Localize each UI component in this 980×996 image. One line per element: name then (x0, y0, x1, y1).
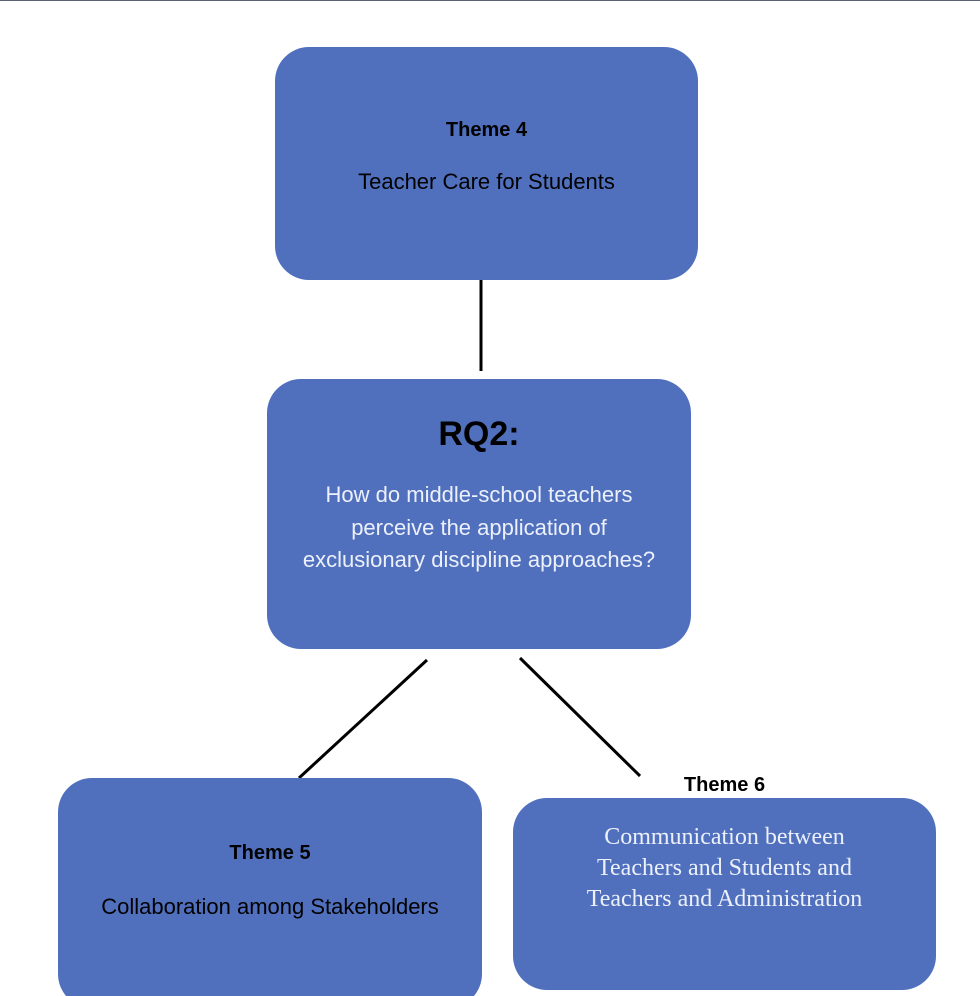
theme4-node: Theme 4 Teacher Care for Students (275, 47, 698, 280)
theme6-text-line: Teachers and Students and (597, 855, 852, 881)
theme4-title: Theme 4 (445, 119, 528, 141)
theme6-text-line: Teachers and Administration (586, 886, 863, 912)
theme5-title: Theme 5 (229, 842, 311, 864)
connector-rq2-theme5 (297, 658, 429, 780)
rq2-question: How do middle-school teachers perceive t… (302, 482, 656, 572)
theme4-text: Teacher Care for Students (358, 169, 615, 194)
rq2-title: RQ2: (438, 415, 520, 453)
theme5-text: Collaboration among Stakeholders (101, 894, 439, 919)
theme6-node: Communication between Teachers and Stude… (513, 798, 936, 990)
rq2-node: RQ2: How do middle-school teachers perce… (267, 379, 691, 649)
theme6-title: Theme 6 (683, 774, 766, 796)
connector-rq2-theme6 (518, 656, 642, 778)
theme6-text-line: Communication between (604, 824, 845, 850)
theme5-node: Theme 5 Collaboration among Stakeholders (58, 778, 482, 996)
theme6-text: Communication between Teachers and Stude… (523, 822, 926, 915)
